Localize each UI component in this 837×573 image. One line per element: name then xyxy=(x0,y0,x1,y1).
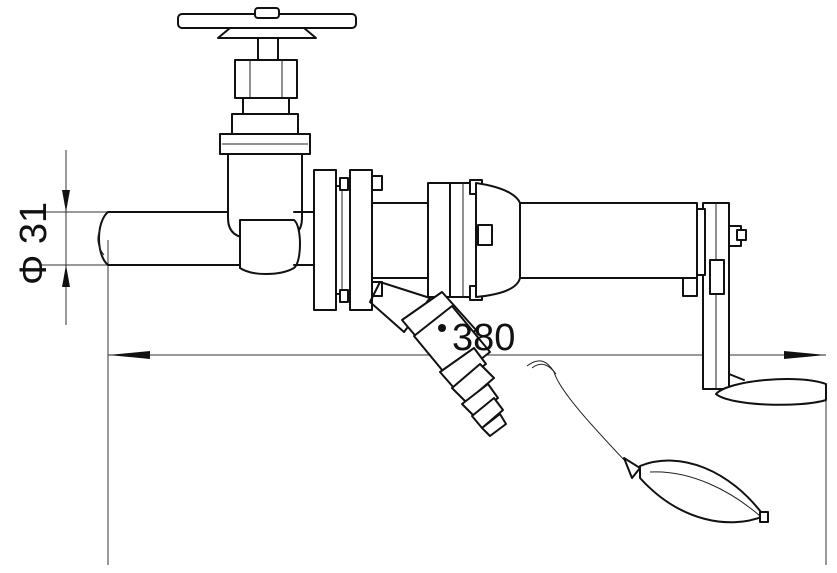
drain-nozzle xyxy=(369,281,507,437)
handwheel-nut xyxy=(254,7,280,19)
support-dish xyxy=(715,378,827,406)
diameter-dimension: Φ 31 xyxy=(13,202,55,285)
flange-right xyxy=(349,169,373,311)
flange-left xyxy=(313,169,337,311)
valve-stem xyxy=(257,37,279,61)
flange-pair xyxy=(313,169,383,311)
globe-valve xyxy=(177,7,357,275)
pipe-middle xyxy=(371,179,521,301)
packing-nut xyxy=(234,59,298,99)
rubber-bulb xyxy=(526,360,769,524)
length-dimension: 380 xyxy=(452,317,515,359)
main-pipe-right xyxy=(519,202,827,406)
flange-third xyxy=(427,182,451,298)
bulb xyxy=(639,459,765,524)
